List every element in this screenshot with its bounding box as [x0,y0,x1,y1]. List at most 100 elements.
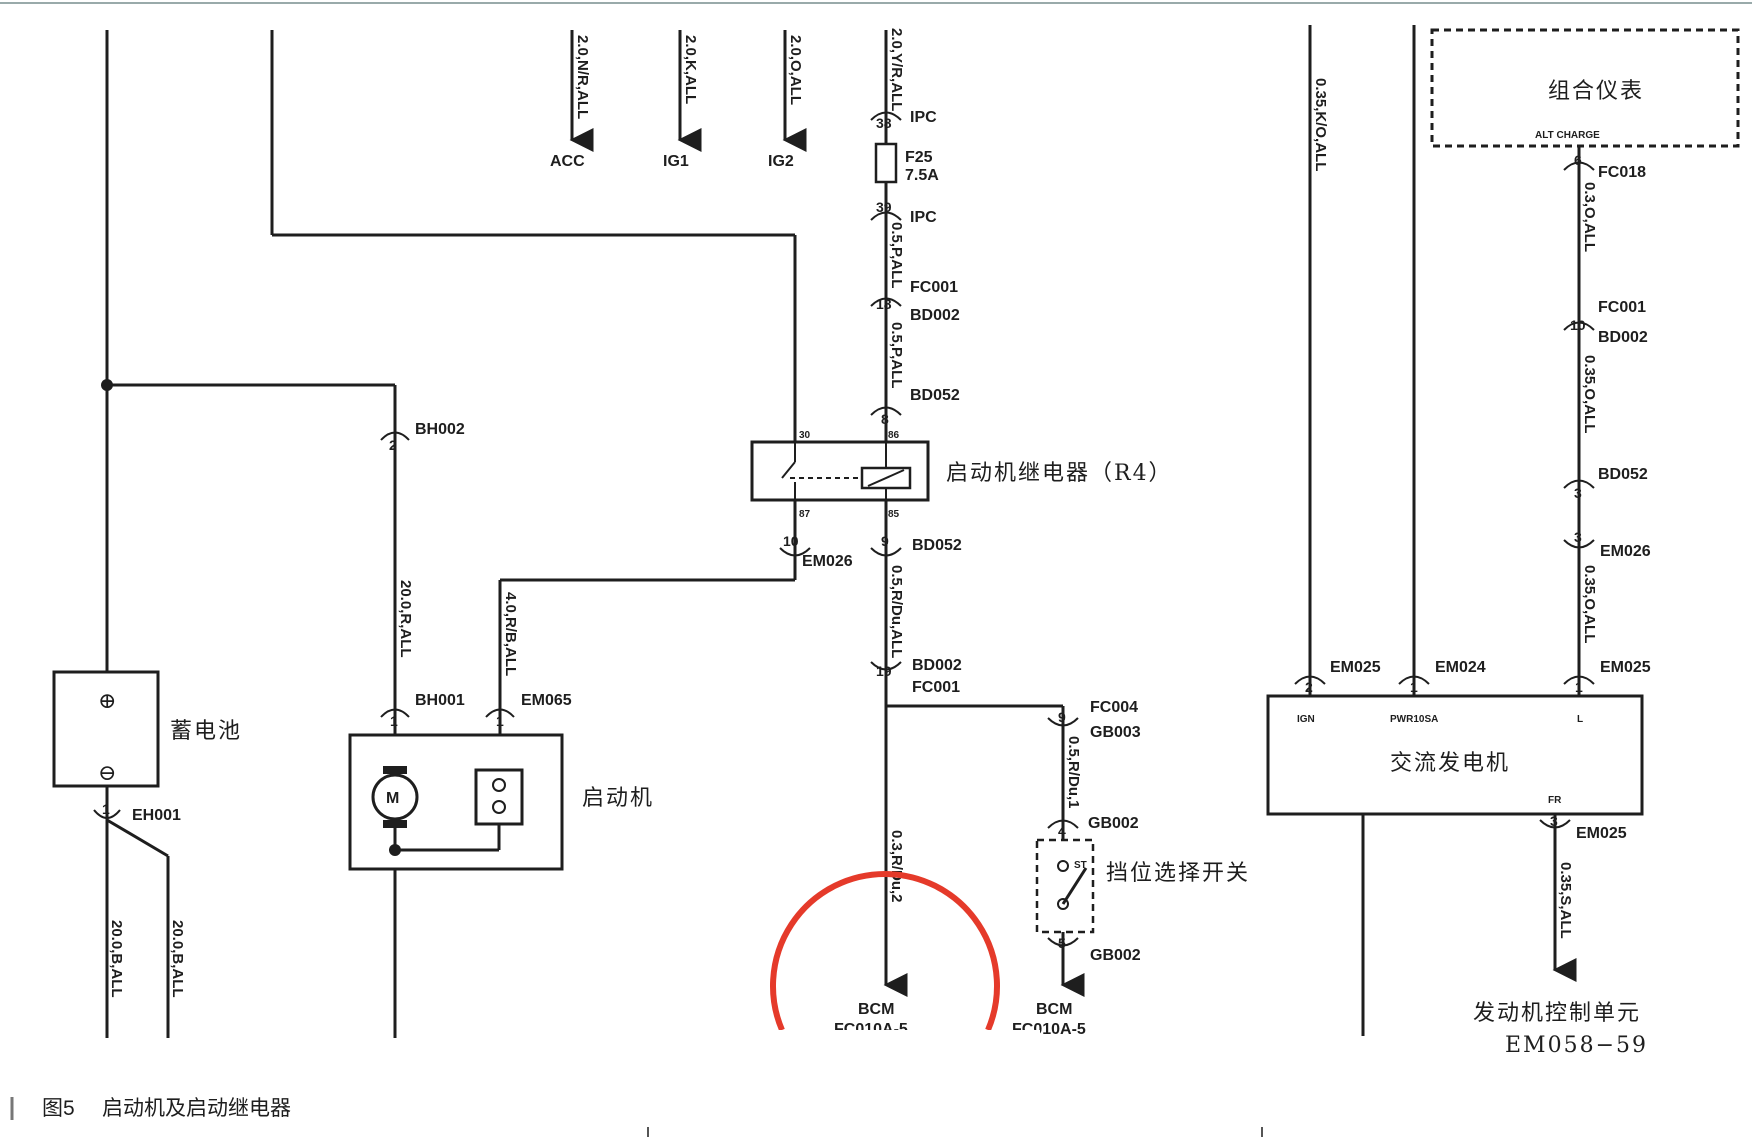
ipc39-pin: 39 [876,199,892,215]
em065-connector [485,708,515,718]
battery-label: 蓄电池 [170,719,242,744]
em024-connector [1398,675,1430,685]
em026b-label: EM026 [1600,543,1651,560]
c10r-pin: 10 [1570,317,1586,333]
ecu-pin: EM058−59 [1505,1033,1648,1058]
em065-pin: 1 [496,713,504,729]
bh002-pin: 2 [389,437,397,453]
em065-label: EM065 [521,692,572,709]
c8-connector [870,406,902,416]
wire-rdu-bcm: 0.3,R/Du,2 [888,830,905,903]
switch-contact-top [1057,860,1069,872]
wire-rdu: 0.5,R/Du,ALL [888,565,905,658]
fuse-rating: 7.5A [905,167,939,184]
wire-batt-b1: 20.0,B,ALL [108,920,125,998]
starter-splice [389,844,401,856]
relay-pin30: 30 [799,430,811,441]
starter-motor-icon [371,773,419,821]
power-inputs: 2.0,N/R,ALL 2.0,K,ALL 2.0,O,ALL ACC IG1 … [550,30,807,170]
alternator-label: 交流发电机 [1390,751,1510,776]
bh001-pin: 1 [390,713,398,729]
solenoid-contact-2 [492,800,506,814]
ig1-terminal: IG1 [663,153,689,170]
wire-acc: 2.0,N/R,ALL [574,35,591,119]
c3a-pin: 3 [1574,485,1582,501]
wire-starter-ctrl: 4.0,R/B,ALL [502,592,519,676]
starter-label: 启动机 [582,786,654,811]
relay-pin86: 86 [888,430,900,441]
starter-circuit: 2 BH002 20.0,R,ALL 1 BH001 4.0,R/B,ALL 1… [348,385,795,1038]
ipc39-connector [870,211,902,221]
starter-box [348,733,564,871]
battery-minus-icon: ⊖ [98,761,118,786]
c9-connector [870,547,902,557]
relay-coil-slash [867,469,905,487]
em025c-connector [1539,819,1571,829]
highlight-mask [720,1030,1040,1038]
wire-batt-b2: 20.0,B,ALL [169,920,186,998]
motor-label: M [386,790,399,807]
c3a-connector [1563,479,1595,489]
wire-o-mid: 0.35,O,ALL [1581,355,1598,433]
fc001c-label: FC001 [1598,299,1646,316]
eh001-label: EH001 [132,807,181,824]
switch-st-label: ST [1074,860,1087,871]
c18-pin: 18 [876,296,892,312]
ipc-a-label: IPC [910,109,937,126]
c19-pin: 19 [876,663,892,679]
ipc-b-label: IPC [910,209,937,226]
fuse-name: F25 [905,149,933,166]
c19-connector [870,661,902,671]
highlight-circle [770,871,1000,1032]
alt-pin-pwr: PWR10SA [1390,714,1438,725]
em026a-label: EM026 [802,553,853,570]
wire-p1: 0.5,P,ALL [888,222,905,288]
battery-plus-icon: ⊕ [98,689,118,714]
caption-title: 启动机及启动继电器 [102,1097,291,1120]
ipc38-connector [870,111,902,121]
charging-circuit: 组合仪表 ALT CHARGE 0.35,K/O,ALL 6 FC018 0.3… [1266,25,1740,1058]
gb003-label: GB003 [1090,724,1141,741]
wire-rdu-short: 0.5,R/Du,1 [1065,736,1082,809]
switch-blade [1061,867,1088,905]
em025b-pin: 1 [1575,679,1583,695]
wire-starter-main: 20.0,R,ALL [397,580,414,658]
wire-ipc-feed: 2.0,Y/R,ALL [888,28,905,111]
bh002-label: BH002 [415,421,465,438]
c3b-pin: 3 [1574,529,1582,545]
em025b-label: EM025 [1600,659,1651,676]
cluster-box [1430,28,1740,148]
c9-pin: 9 [881,533,889,549]
gb002b-label: GB002 [1090,947,1141,964]
fc001a-label: FC001 [910,279,958,296]
em025b-connector [1563,675,1595,685]
bh001-label: BH001 [415,692,465,709]
alt-pin-ign: IGN [1297,714,1315,725]
wire-ig2: 2.0,O,ALL [787,35,804,105]
acc-terminal: ACC [550,153,585,170]
fc004-connector [1047,717,1079,727]
fc018-connector [1563,161,1595,171]
bd002a-label: BD002 [910,307,960,324]
bd002b-label: BD002 [912,657,962,674]
wire-p2: 0.5,P,ALL [888,322,905,388]
alt-pin-l: L [1577,714,1583,725]
alt-pin-fr: FR [1548,795,1562,806]
bd052b-label: BD052 [912,537,962,554]
em025a-label: EM025 [1330,659,1381,676]
bh001-connector [380,708,410,718]
em025a-connector [1294,675,1326,685]
fc018-pin: 6 [1574,152,1582,168]
fc001b-label: FC001 [912,679,960,696]
relay-pin87: 87 [799,509,811,520]
bcm1-name: BCM [858,1001,894,1018]
em025a-pin: 2 [1305,679,1313,695]
wire-o-top: 0.3,O,ALL [1581,182,1598,252]
c10-connector [779,547,811,557]
bcm2-name: BCM [1036,1001,1072,1018]
gb002a-connector [1047,819,1079,829]
em025c-pin: 3 [1550,813,1558,829]
c10-pin: 10 [783,533,799,549]
relay-control-circuit: 2.0,Y/R,ALL 38 IPC F25 7.5A 39 IPC 0.5,P… [750,28,1171,1038]
